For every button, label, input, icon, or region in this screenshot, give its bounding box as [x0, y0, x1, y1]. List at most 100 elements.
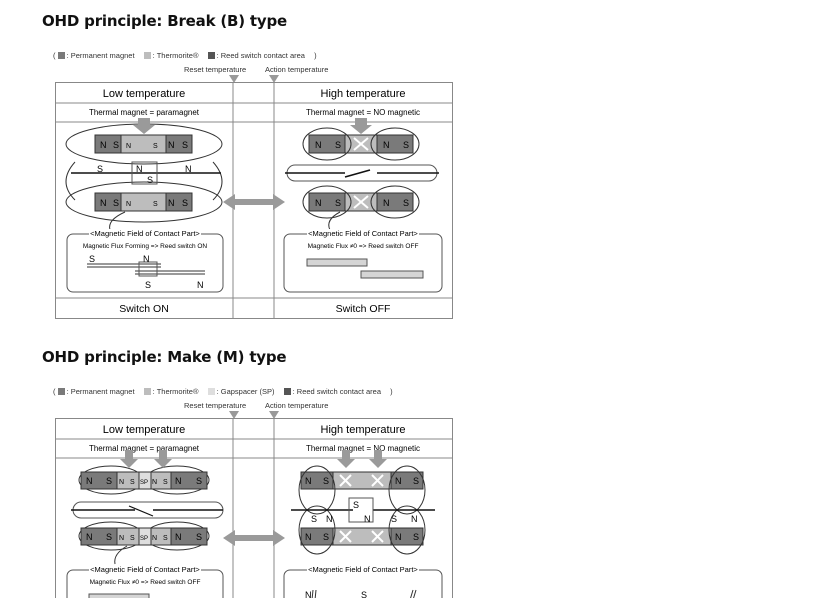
- svg-text:SP: SP: [140, 536, 148, 542]
- transition-arrow-icon: [223, 530, 285, 546]
- high-temp-subtitle: Thermal magnet = NO magnetic: [306, 444, 420, 453]
- svg-text:N: N: [119, 535, 124, 542]
- page-title-make: OHD principle: Make (M) type: [42, 348, 287, 366]
- heat-arrow-icon: [133, 118, 155, 134]
- svg-text:S: S: [130, 479, 135, 486]
- low-temp-header: Low temperature: [103, 424, 186, 436]
- svg-text:S: S: [353, 500, 359, 510]
- svg-text:N: N: [326, 514, 333, 524]
- svg-text:S: S: [153, 201, 158, 208]
- svg-text:N: N: [126, 201, 131, 208]
- high-field-box: <Magnetic Field of Contact Part> Magneti…: [283, 229, 443, 293]
- svg-text:S: S: [130, 535, 135, 542]
- low-temp-subtitle: Thermal magnet = paramagnet: [89, 108, 200, 117]
- reset-temperature-label: Reset temperature: [184, 65, 247, 74]
- svg-text:N: N: [185, 164, 192, 174]
- action-marker-icon: [269, 75, 279, 83]
- svg-text:N: N: [119, 479, 124, 486]
- svg-text:N: N: [197, 280, 204, 290]
- svg-text:N: N: [143, 254, 150, 264]
- svg-text:N: N: [126, 143, 131, 150]
- legend-break: ( : Permanent magnet : Thermorite® : Ree…: [53, 51, 317, 60]
- low-temp-header: Low temperature: [103, 88, 186, 100]
- action-temperature-label: Action temperature: [265, 65, 329, 74]
- break-diagram: Low temperature High temperature Thermal…: [55, 82, 453, 319]
- page-title-break: OHD principle: Break (B) type: [42, 12, 287, 30]
- svg-text:N: N: [315, 198, 322, 208]
- svg-text:S: S: [403, 140, 409, 150]
- heat-arrow-icon: [154, 450, 172, 468]
- svg-text:S: S: [163, 535, 168, 542]
- svg-text:S: S: [147, 175, 153, 185]
- svg-text:N: N: [86, 476, 93, 486]
- high-field-box: <Magnetic Field of Contact Part> N S: [283, 565, 443, 598]
- heat-arrow-icon: [337, 450, 355, 468]
- high-temp-subtitle: Thermal magnet = NO magnetic: [306, 108, 420, 117]
- svg-text:N: N: [383, 198, 390, 208]
- action-marker-icon: [269, 411, 279, 419]
- svg-text:S: S: [89, 254, 95, 264]
- transition-arrow-icon: [223, 194, 285, 210]
- svg-text:N: N: [152, 535, 157, 542]
- svg-text:SP: SP: [140, 480, 148, 486]
- svg-text:N: N: [175, 532, 182, 542]
- svg-text:S: S: [311, 514, 317, 524]
- svg-text:N: N: [305, 532, 312, 542]
- permanent-magnet-swatch: [57, 52, 65, 59]
- svg-text:N: N: [305, 590, 312, 598]
- reset-marker-icon: [229, 411, 239, 419]
- svg-text:S: S: [113, 198, 119, 208]
- svg-text:N: N: [100, 198, 107, 208]
- svg-text:N: N: [364, 514, 371, 524]
- svg-text:S: S: [323, 532, 329, 542]
- svg-text:N: N: [175, 476, 182, 486]
- thermorite-swatch: [143, 388, 151, 395]
- svg-text:N: N: [305, 476, 312, 486]
- svg-text:S: S: [163, 479, 168, 486]
- svg-text:N: N: [136, 164, 143, 174]
- svg-text:S: S: [335, 198, 341, 208]
- svg-text:S: S: [182, 140, 188, 150]
- svg-text:S: S: [391, 514, 397, 524]
- action-temperature-label: Action temperature: [265, 401, 329, 410]
- svg-text:S: S: [182, 198, 188, 208]
- svg-text:N: N: [315, 140, 322, 150]
- svg-text:S: S: [97, 164, 103, 174]
- svg-text:S: S: [403, 198, 409, 208]
- make-diagram: Low temperature High temperature Thermal…: [55, 418, 453, 598]
- legend-make: ( : Permanent magnet : Thermorite® : Gap…: [53, 387, 393, 396]
- gapspacer-swatch: [207, 388, 215, 395]
- svg-text:S: S: [361, 590, 367, 598]
- svg-text:<Magnetic Field of Contact Par: <Magnetic Field of Contact Part>: [308, 229, 418, 238]
- permanent-magnet-swatch: [57, 388, 65, 395]
- svg-text:N: N: [411, 514, 418, 524]
- svg-text:N: N: [168, 198, 175, 208]
- svg-text:<Magnetic Field of Contact Par: <Magnetic Field of Contact Part>: [90, 565, 200, 574]
- svg-text:S: S: [106, 476, 112, 486]
- svg-text:Magnetic Flux Forming => Reed: Magnetic Flux Forming => Reed switch ON: [83, 243, 208, 250]
- thermorite-swatch: [143, 52, 151, 59]
- low-field-box: <Magnetic Field of Contact Part> Magneti…: [66, 229, 224, 293]
- switch-off-label: Switch OFF: [336, 303, 391, 315]
- svg-text:S: S: [413, 476, 419, 486]
- svg-text:N: N: [86, 532, 93, 542]
- switch-on-label: Switch ON: [119, 303, 169, 315]
- svg-text:S: S: [106, 532, 112, 542]
- svg-text:N: N: [152, 479, 157, 486]
- svg-text:S: S: [196, 476, 202, 486]
- low-field-box: <Magnetic Field of Contact Part> Magneti…: [66, 565, 224, 598]
- high-temp-header: High temperature: [321, 424, 406, 436]
- svg-text:S: S: [413, 532, 419, 542]
- svg-text:S: S: [153, 143, 158, 150]
- reset-temperature-label: Reset temperature: [184, 401, 247, 410]
- svg-text:S: S: [113, 140, 119, 150]
- svg-text:<Magnetic Field of Contact Par: <Magnetic Field of Contact Part>: [90, 229, 200, 238]
- svg-text:<Magnetic Field of Contact Par: <Magnetic Field of Contact Part>: [308, 565, 418, 574]
- heat-arrow-icon: [369, 450, 387, 468]
- heat-arrow-icon: [350, 118, 372, 134]
- svg-text:S: S: [196, 532, 202, 542]
- svg-text:Magnetic Flux ≠0 => Reed switc: Magnetic Flux ≠0 => Reed switch OFF: [308, 243, 419, 250]
